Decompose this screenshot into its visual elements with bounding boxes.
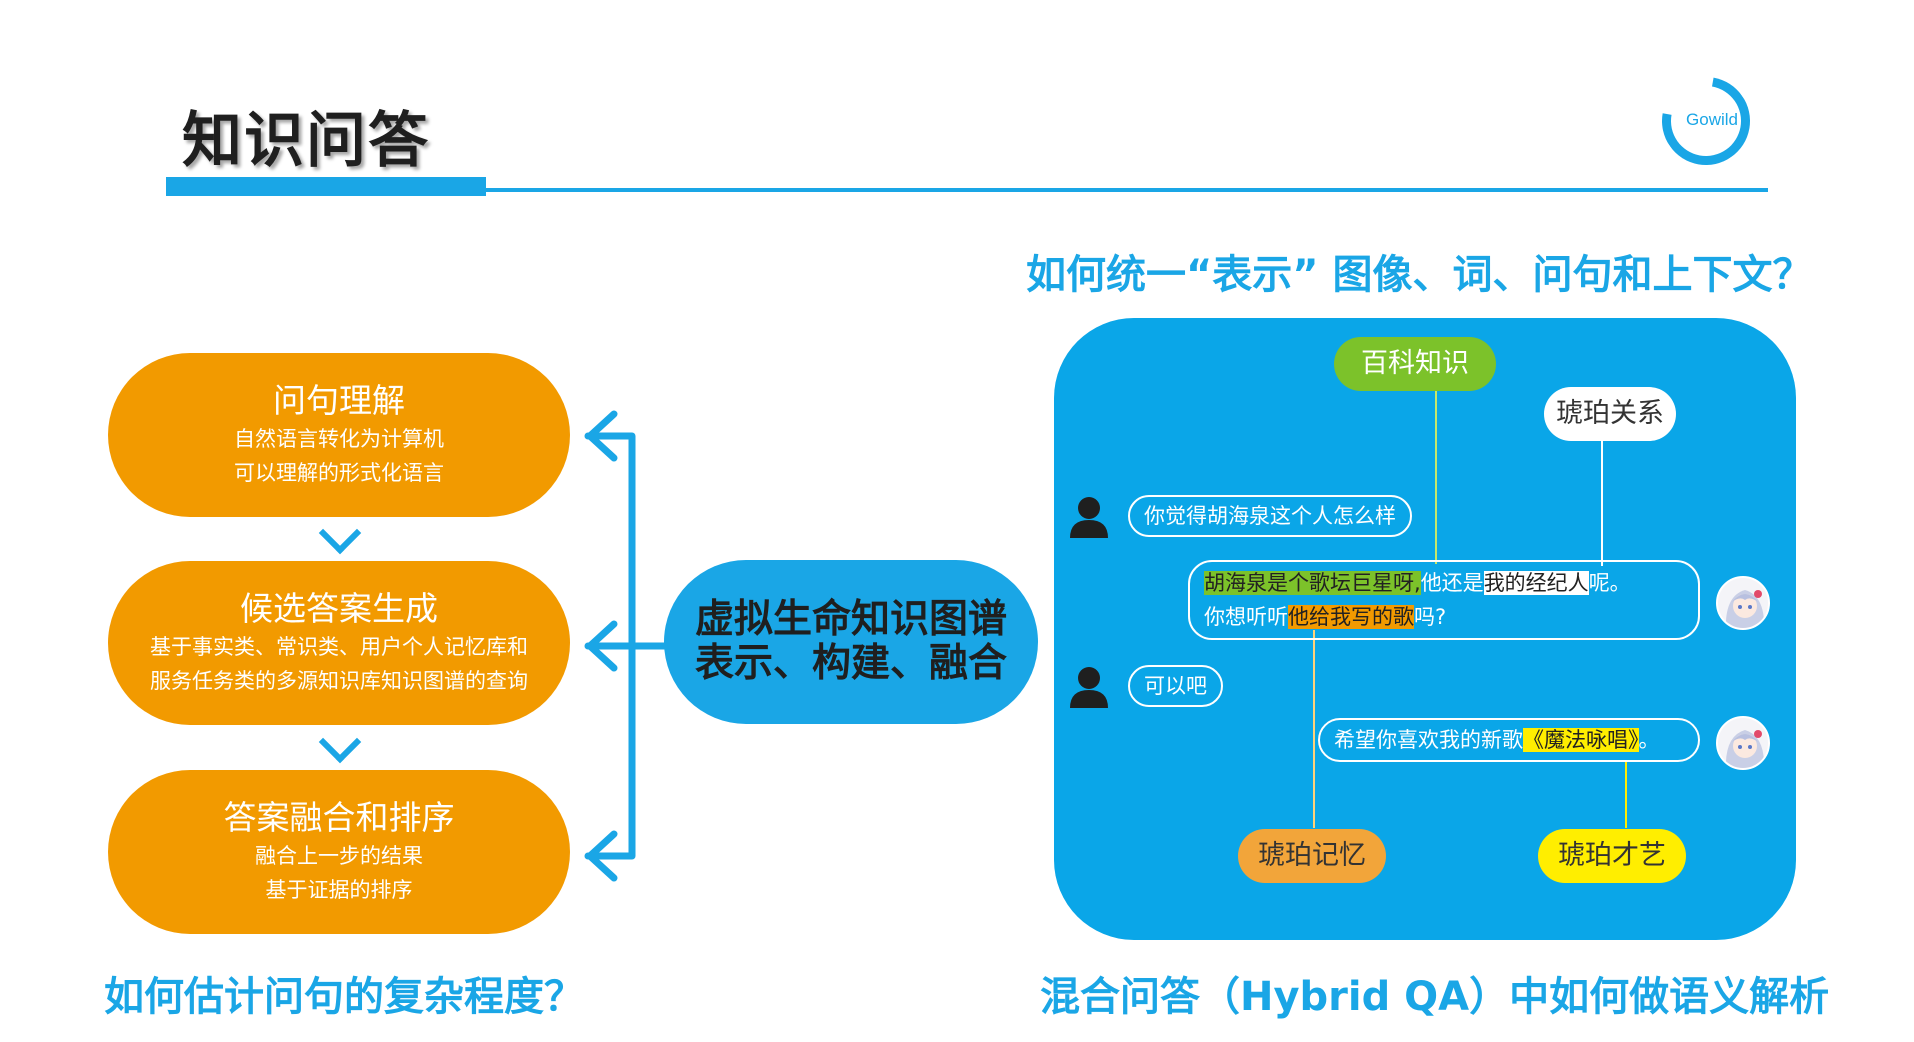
complexity-question: 如何估计问句的复杂程度？ [104,974,584,1020]
center-line-1: 虚拟生命知识图谱 [694,597,1007,642]
user-icon [1070,667,1108,708]
virtual-life-knowledge-graph-node: 虚拟生命知识图谱 表示、构建、融合 [664,560,1038,724]
user-message-1: 你觉得胡海泉这个人怎么样 [1128,495,1412,537]
page-title: 知识问答 [182,106,430,176]
step-question-understanding: 问句理解 自然语言转化为计算机 可以理解的形式化语言 [108,353,570,517]
hybrid-qa-question: 混合问答（Hybrid QA）中如何做语义解析 [1040,974,1830,1020]
center-line-2: 表示、构建、融合 [694,641,1007,686]
user-icon [1070,497,1108,538]
bot-avatar [1716,576,1770,630]
bot-message-2: 希望你喜欢我的新歌《魔法咏唱》。 [1318,718,1700,762]
anime-girl-avatar-icon [1725,590,1765,628]
step-candidate-generation: 候选答案生成 基于事实类、常识类、用户个人记忆库和 服务任务类的多源知识库知识图… [108,561,570,725]
step-title: 问句理解 [273,381,405,420]
highlight-memory: 他给我写的歌 [1288,605,1414,629]
step-desc-line: 基于证据的排序 [265,878,413,902]
user-message-2: 可以吧 [1128,665,1223,707]
step-desc-line: 可以理解的形式化语言 [234,461,444,485]
step-title: 候选答案生成 [240,589,438,628]
highlight-relation: 我的经纪人 [1483,571,1589,595]
plain-text: 吗? [1414,605,1447,629]
tag-encyclopedia-knowledge: 百科知识 [1334,337,1496,391]
highlight-talent: 《魔法咏唱》 [1523,728,1639,752]
step-answer-fusion-ranking: 答案融合和排序 融合上一步的结果 基于证据的排序 [108,770,570,934]
step-desc-line: 基于事实类、常识类、用户个人记忆库和 [150,635,528,659]
tag-amber-talent: 琥珀才艺 [1538,829,1686,883]
highlight-baike: 胡海泉是个歌坛巨星呀, [1204,571,1421,595]
anime-girl-avatar-icon [1725,730,1765,768]
tag-amber-memory: 琥珀记忆 [1238,829,1386,883]
title-underline-thin [486,188,1768,192]
plain-text: 。 [1638,728,1660,752]
bot-avatar [1716,716,1770,770]
title-underline-thick [166,177,486,196]
plain-text: 他还是 [1420,571,1484,595]
bot-message-1: 胡海泉是个歌坛巨星呀,他还是我的经纪人呢。 你想听听他给我写的歌吗? [1188,560,1700,640]
step-title: 答案融合和排序 [223,798,455,837]
step-desc-line: 融合上一步的结果 [255,844,423,868]
plain-text: 希望你喜欢我的新歌 [1334,728,1523,752]
step-desc-line: 服务任务类的多源知识库知识图谱的查询 [150,669,528,693]
step-desc-line: 自然语言转化为计算机 [234,427,444,451]
gowild-logo-text: Gowild [1686,110,1738,129]
plain-text: 呢。 [1588,571,1631,595]
plain-text: 你想听听 [1204,605,1288,629]
unify-representation-question: 如何统一“表示” 图像、词、问句和上下文？ [1026,252,1813,298]
tag-amber-relation: 琥珀关系 [1544,387,1676,441]
